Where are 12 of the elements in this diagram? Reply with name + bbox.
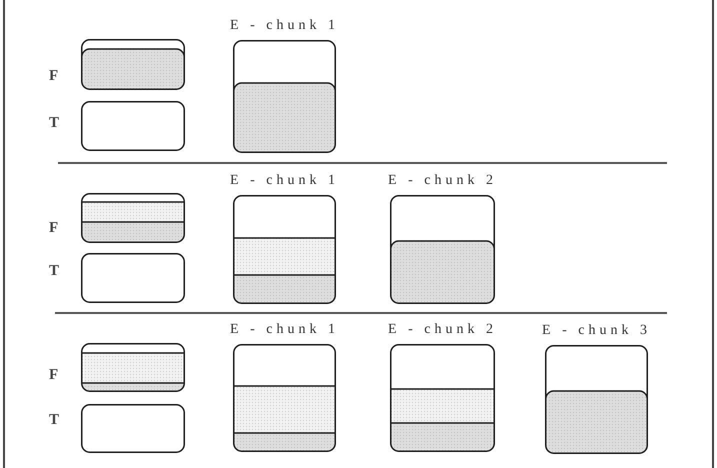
row-label: T (49, 263, 60, 280)
chunk-heading: E - chunk 1 (230, 322, 339, 338)
row-label: F (49, 367, 58, 384)
row-label: T (49, 115, 60, 132)
row-label: T (49, 412, 60, 429)
chunk-heading: E - chunk 1 (230, 18, 339, 34)
chunk-heading: E - chunk 3 (542, 323, 651, 339)
row-label: F (49, 68, 58, 85)
chunk-heading: E - chunk 2 (388, 173, 497, 189)
chunk-heading: E - chunk 2 (388, 322, 497, 338)
row-label: F (49, 220, 58, 237)
chunk-heading: E - chunk 1 (230, 173, 339, 189)
